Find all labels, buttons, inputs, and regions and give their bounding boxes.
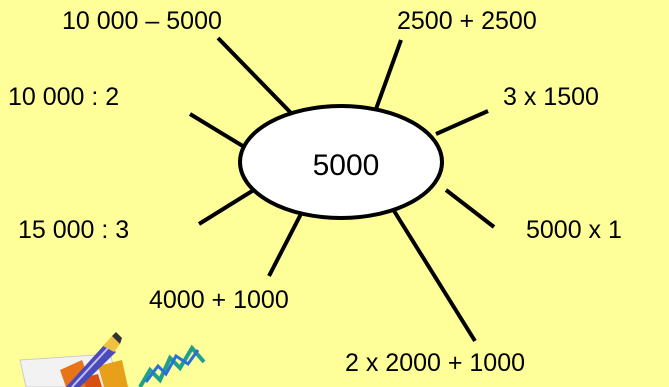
expression-top-left: 10 000 – 5000 xyxy=(62,7,222,35)
expression-right-lower: 5000 x 1 xyxy=(526,216,622,244)
center-ellipse xyxy=(238,104,444,220)
spoke-bottom-right xyxy=(389,204,477,343)
pencil-and-chart-clipart xyxy=(19,332,206,387)
spoke-right-upper xyxy=(435,109,489,136)
center-value: 5000 xyxy=(312,149,380,182)
expression-right-upper: 3 x 1500 xyxy=(503,83,599,111)
spoke-left-lower xyxy=(197,186,259,226)
spoke-right-lower xyxy=(444,188,496,229)
spoke-bottom-left xyxy=(267,209,305,277)
expression-top-right: 2500 + 2500 xyxy=(397,7,537,35)
spoke-top-right xyxy=(374,39,403,110)
spoke-left-upper xyxy=(188,112,248,150)
expression-bottom-left: 4000 + 1000 xyxy=(149,286,289,314)
expression-left-lower: 15 000 : 3 xyxy=(18,216,130,244)
expression-bottom-right: 2 x 2000 + 1000 xyxy=(345,349,526,377)
expression-left-upper: 10 000 : 2 xyxy=(8,83,120,111)
spoke-top-left xyxy=(216,36,294,116)
